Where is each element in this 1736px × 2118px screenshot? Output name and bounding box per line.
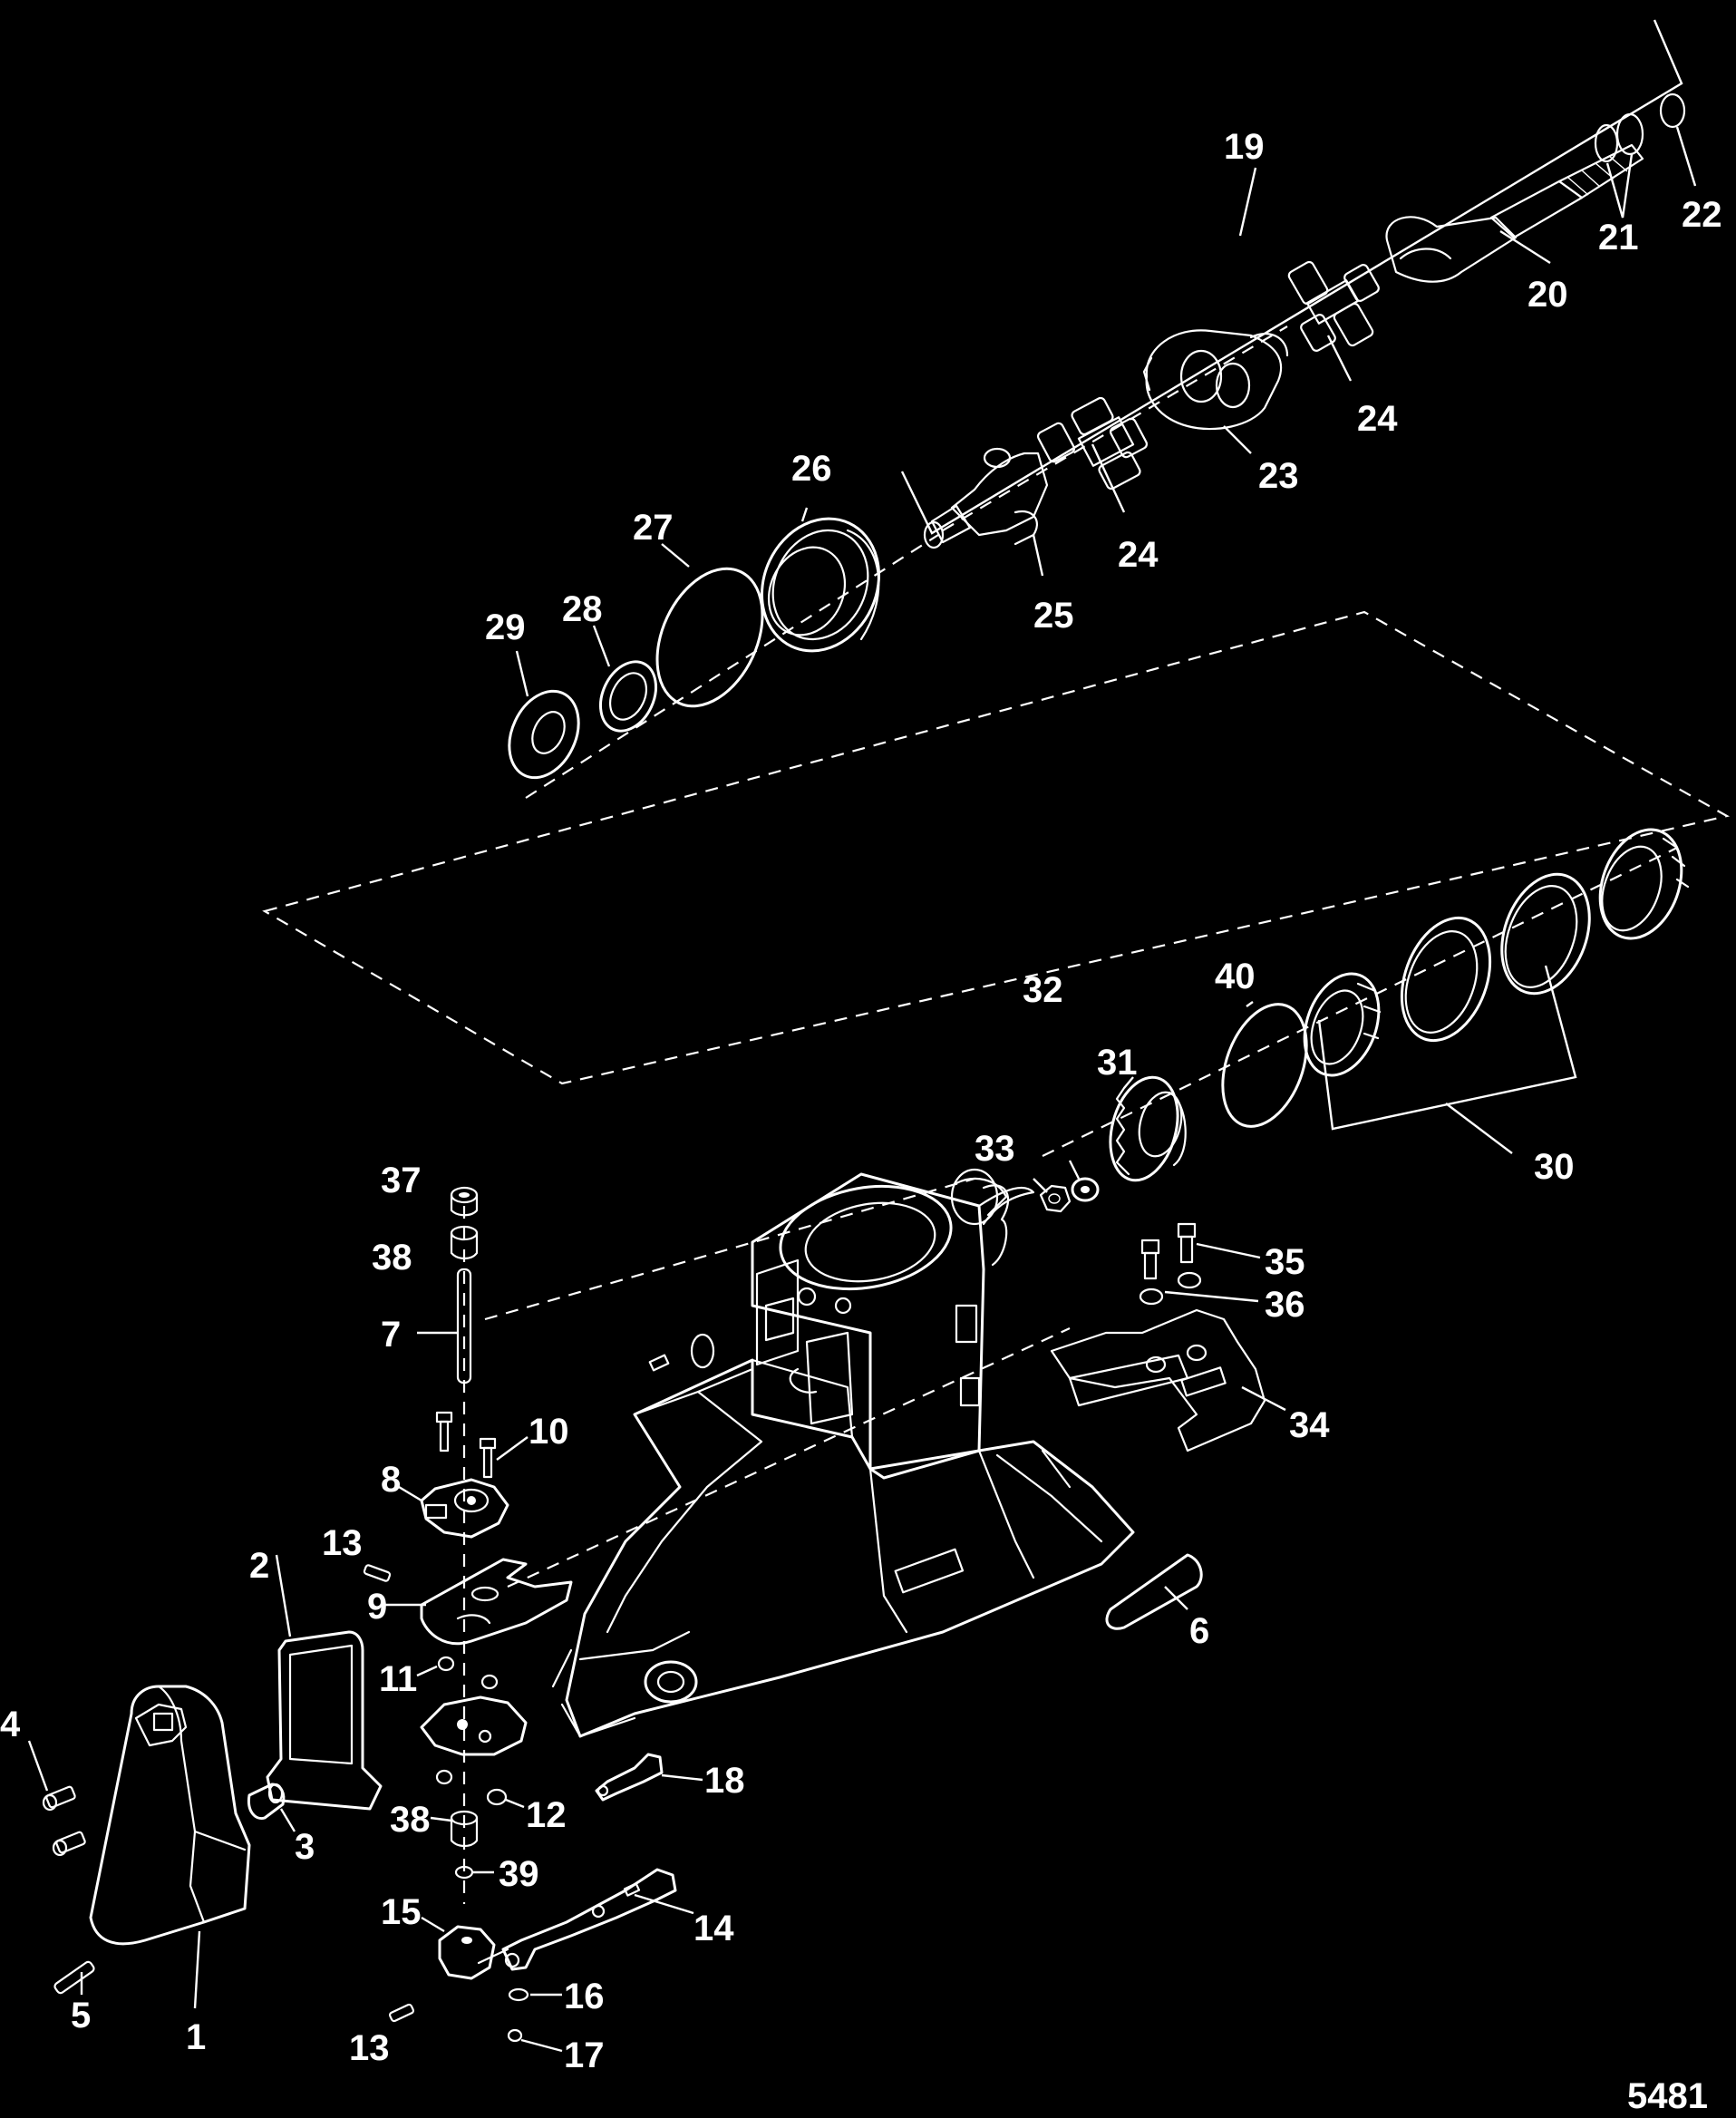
u-joint-24-upper — [1287, 260, 1380, 352]
label-19: 19 — [1224, 127, 1265, 167]
label-33: 33 — [975, 1129, 1015, 1169]
anode-34 — [1050, 1308, 1266, 1452]
label-25: 25 — [1033, 596, 1074, 636]
screws-10 — [435, 1411, 497, 1479]
label-18: 18 — [704, 1761, 745, 1801]
nut-33 — [1039, 1184, 1072, 1213]
seal-carrier-26 — [760, 517, 881, 653]
link-18 — [595, 1753, 664, 1802]
anode-strip-6 — [1105, 1553, 1203, 1630]
plate-9 — [420, 1558, 573, 1646]
shaft-yoke-20 — [1385, 143, 1644, 283]
washer-16 — [508, 1987, 529, 2002]
screws-4 — [42, 1785, 86, 1857]
input-yoke-25 — [923, 447, 1049, 549]
o-ring-39 — [454, 1865, 474, 1880]
label-5: 5 — [71, 1996, 91, 2035]
label-17: 17 — [564, 2035, 605, 2075]
label-40: 40 — [1215, 957, 1256, 996]
label-8: 8 — [381, 1460, 401, 1500]
label-36: 36 — [1265, 1285, 1305, 1325]
steering-arm-8 — [420, 1478, 509, 1539]
label-38-lower: 38 — [390, 1800, 431, 1840]
label-1: 1 — [186, 2017, 206, 2057]
label-15: 15 — [381, 1892, 422, 1932]
dashed-assembly-outline — [262, 610, 1731, 1085]
label-39: 39 — [499, 1854, 539, 1894]
label-31: 31 — [1097, 1043, 1138, 1083]
label-20: 20 — [1527, 275, 1568, 315]
screws-35 — [1140, 1222, 1197, 1280]
label-32: 32 — [1023, 970, 1063, 1010]
label-3: 3 — [295, 1827, 315, 1867]
pin-7 — [456, 1268, 472, 1384]
double-yoke-23 — [1142, 329, 1289, 431]
rings-21 — [1594, 112, 1644, 163]
ring-22 — [1659, 92, 1686, 129]
screw-13-lower — [388, 2003, 415, 2023]
bearing-set-30 — [1303, 828, 1690, 1077]
label-16: 16 — [564, 1977, 605, 2016]
label-13-upper: 13 — [322, 1523, 363, 1563]
label-35: 35 — [1265, 1242, 1305, 1282]
lower-steering-plate — [420, 1695, 528, 1756]
label-4: 4 — [0, 1705, 21, 1744]
label-27: 27 — [633, 508, 674, 548]
label-23: 23 — [1258, 456, 1299, 496]
label-9: 9 — [367, 1587, 387, 1627]
cover-1 — [89, 1685, 251, 1946]
label-14: 14 — [693, 1909, 734, 1948]
label-12: 12 — [526, 1795, 567, 1835]
dashed-axis-lines — [462, 325, 1678, 1904]
label-6: 6 — [1189, 1611, 1209, 1651]
label-30: 30 — [1534, 1147, 1575, 1187]
cap-37 — [450, 1186, 479, 1217]
label-2: 2 — [249, 1546, 269, 1586]
nut-11b — [480, 1674, 499, 1690]
label-21: 21 — [1598, 218, 1639, 257]
label-11: 11 — [379, 1659, 417, 1699]
part-labels: 1 2 3 4 5 6 7 8 9 10 11 12 13 13 14 15 1… — [0, 127, 1722, 2075]
ring-17 — [507, 2028, 523, 2043]
label-37: 37 — [381, 1161, 422, 1200]
o-ring-40 — [1221, 1003, 1308, 1128]
stud-5 — [53, 1960, 95, 1995]
leader-lines — [27, 126, 1697, 2053]
bearing-28 — [599, 660, 657, 733]
screw-13-upper — [363, 1564, 392, 1582]
label-24-lower: 24 — [1118, 535, 1159, 575]
gasket-2 — [266, 1630, 383, 1811]
u-joint-24-lower — [1036, 396, 1149, 491]
gear-housing — [551, 1168, 1135, 1738]
washer-32 — [1071, 1177, 1100, 1202]
nut-12 — [486, 1788, 508, 1806]
label-7: 7 — [381, 1315, 401, 1355]
shift-link-14 — [501, 1868, 677, 1971]
bushing-38-upper — [450, 1225, 479, 1260]
bushing-38-lower — [450, 1810, 479, 1848]
figure-number: 5481 — [1627, 2076, 1708, 2116]
label-29: 29 — [485, 607, 526, 647]
o-ring-27 — [655, 567, 764, 708]
washer-29 — [508, 689, 580, 780]
bracket-19 — [900, 19, 1683, 535]
label-38-upper: 38 — [372, 1238, 412, 1278]
label-34: 34 — [1289, 1405, 1330, 1445]
label-13-lower: 13 — [349, 2028, 390, 2068]
pinion-gear-31 — [1109, 1075, 1187, 1182]
label-10: 10 — [529, 1412, 569, 1452]
label-28: 28 — [562, 589, 603, 629]
block-15 — [438, 1925, 509, 1980]
label-24-upper: 24 — [1357, 399, 1398, 439]
nut-12b — [435, 1769, 453, 1785]
washer-36 — [1139, 1271, 1202, 1306]
label-22: 22 — [1682, 195, 1722, 235]
bushing-3 — [247, 1783, 286, 1821]
nut-11 — [437, 1656, 455, 1672]
label-26: 26 — [791, 449, 832, 489]
